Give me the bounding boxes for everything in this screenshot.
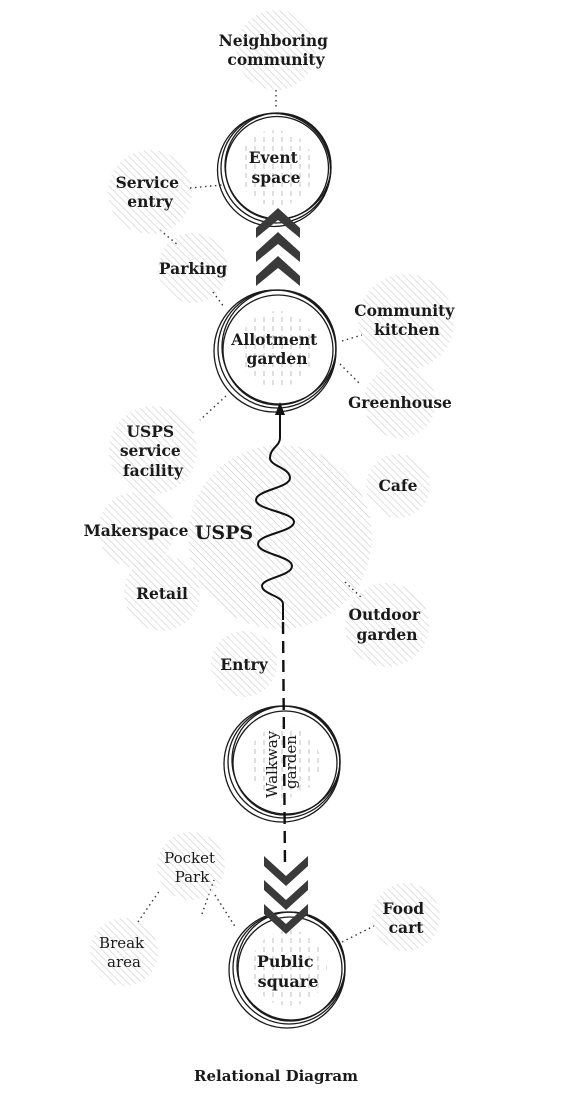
diagram-caption: Relational Diagram [194, 1067, 358, 1085]
bubble-retail [124, 555, 200, 631]
bubble-makerspace [98, 492, 174, 568]
label-usps: USPS [195, 522, 253, 544]
bubble-service-entry [108, 150, 192, 234]
label-entry: Entry [220, 655, 268, 674]
bubble-food-cart [372, 883, 440, 951]
usps-zone [188, 445, 372, 629]
bubble-outdoor-garden [345, 583, 429, 667]
bubble-cafe [366, 454, 430, 518]
labels: Neighboring community Event space Servic… [84, 31, 459, 1085]
label-break-area: Break area [99, 934, 149, 971]
label-neighboring-community: Neighboring community [219, 31, 334, 69]
label-allotment-garden: Allotment garden [230, 330, 322, 368]
squiggle-arrow [254, 412, 296, 620]
label-parking: Parking [159, 259, 227, 278]
chevrons-upper [256, 208, 300, 286]
main-nodes [213, 112, 346, 1029]
bubble-neighboring-community [236, 10, 316, 90]
label-usps-service-facility: USPS service facility [120, 422, 186, 480]
dashed-path [281, 621, 287, 869]
arrowhead [275, 402, 285, 415]
bubble-break-area [90, 918, 158, 986]
label-food-cart: Food cart [382, 899, 429, 937]
label-public-square: Public square [257, 952, 319, 991]
bubble-community-kitchen [358, 274, 454, 370]
label-event-space: Event space [249, 148, 304, 187]
label-pocket-park: Pocket Park [164, 849, 220, 886]
label-community-kitchen: Community kitchen [354, 301, 459, 339]
label-outdoor-garden: Outdoor garden [348, 605, 425, 644]
label-retail: Retail [136, 584, 188, 603]
bubble-usps-service-facility [109, 406, 197, 494]
label-greenhouse: Greenhouse [348, 393, 452, 412]
label-service-entry: Service entry [116, 173, 185, 211]
node-public-square [228, 911, 346, 1029]
label-makerspace: Makerspace [84, 521, 189, 540]
bubble-parking [158, 233, 228, 303]
bubble-pocket-park [157, 832, 225, 900]
node-allotment-garden [213, 289, 337, 413]
label-walkway-garden: Walkway garden [263, 726, 300, 798]
chevrons-lower [264, 856, 308, 934]
bubble-entry [211, 631, 277, 697]
satellite-bubbles [90, 10, 454, 986]
label-cafe: Cafe [379, 476, 418, 495]
bubble-greenhouse [364, 366, 436, 438]
